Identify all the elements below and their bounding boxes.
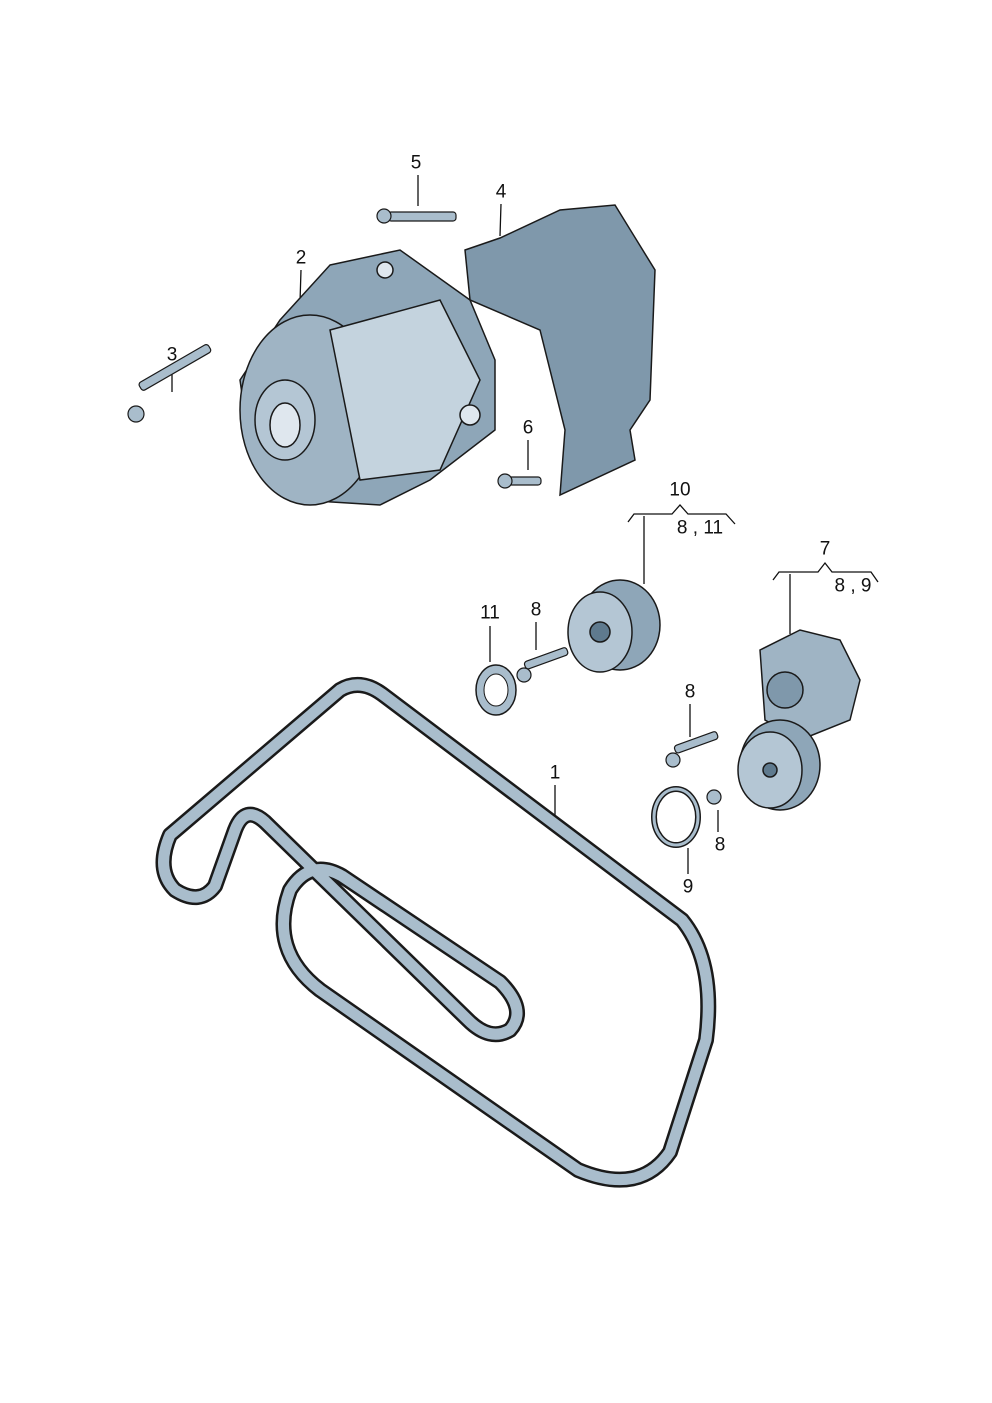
callout-10: 10 [669, 479, 691, 501]
callout-8-tensioner: 8 [684, 681, 696, 703]
callout-6: 6 [522, 417, 534, 439]
belt-tensioner [737, 629, 861, 811]
callout-4: 4 [495, 181, 507, 203]
callout-8-small: 8 [714, 834, 726, 856]
callout-9: 9 [682, 876, 694, 898]
callout-3: 3 [166, 344, 178, 366]
callout-5: 5 [410, 152, 422, 174]
callout-7-sub: 8 , 9 [834, 575, 872, 597]
callout-2: 2 [295, 247, 307, 269]
ribbed-belt [155, 676, 717, 1188]
callout-8-idler: 8 [530, 599, 542, 621]
callout-1: 1 [549, 762, 561, 784]
callout-11: 11 [480, 602, 500, 624]
idler-pulley [567, 579, 661, 673]
bolts [127, 208, 722, 805]
callout-7: 7 [819, 538, 831, 560]
mounting-bracket [464, 204, 656, 497]
alternator [239, 249, 496, 506]
callout-10-sub: 8 , 11 [676, 517, 724, 539]
